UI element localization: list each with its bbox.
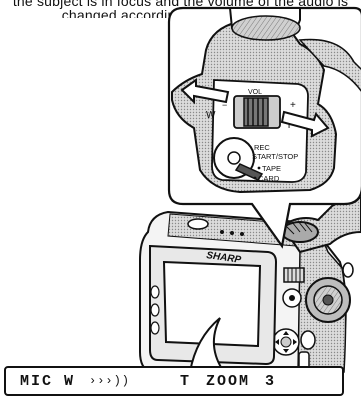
display-readout-bar: MIC W ›››)) T ZOOM 3 xyxy=(4,366,344,396)
zoom-lever xyxy=(234,96,280,128)
card-label: CARD xyxy=(258,174,280,183)
sound-level-icon: ›››)) xyxy=(89,374,130,388)
mic-label: MIC W xyxy=(20,373,75,390)
camcorder-body: SHARP xyxy=(140,198,361,372)
body-zoom-lever xyxy=(284,268,304,282)
start-stop-label: START/STOP xyxy=(252,152,298,161)
rec-label: REC xyxy=(254,143,270,152)
zoom-readout: T ZOOM 3 xyxy=(180,373,276,390)
vol-label: VOL xyxy=(248,89,262,96)
wide-mark: W xyxy=(206,110,216,121)
plus-mark: + xyxy=(290,100,296,111)
tape-label: TAPE xyxy=(262,164,281,173)
